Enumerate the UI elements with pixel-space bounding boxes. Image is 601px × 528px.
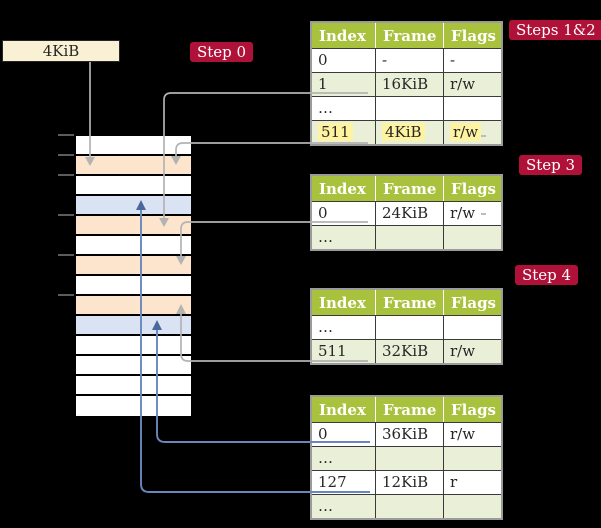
memory-column <box>75 135 192 417</box>
column-header: Frame <box>375 289 444 316</box>
memory-frame-row <box>76 276 191 296</box>
memory-frame-row <box>76 376 191 396</box>
table-row: … <box>310 494 503 520</box>
badge-step-3: Step 3 <box>519 155 583 175</box>
table-cell: - <box>443 48 503 73</box>
memory-frame-row <box>76 396 191 416</box>
table-cell <box>375 315 444 340</box>
memory-frame-row <box>76 216 191 236</box>
table-cell: … <box>310 446 376 471</box>
table-cell: 36KiB <box>375 422 444 447</box>
table-cell: 511 <box>310 339 376 365</box>
table-cell <box>443 494 503 520</box>
frame-size-label-box: 4KiB <box>2 40 120 62</box>
table-cell: r/w <box>443 201 503 226</box>
table-cell: r/w <box>443 120 503 146</box>
badge-step-0: Step 0 <box>190 42 254 62</box>
table-row: … <box>310 446 503 471</box>
memory-frame-row <box>76 356 191 376</box>
table-cell <box>443 446 503 471</box>
frame-size-label: 4KiB <box>42 42 80 60</box>
column-header: Index <box>311 22 376 49</box>
badge-steps-1-2: Steps 1&2 <box>509 20 601 40</box>
memory-frame-row <box>76 336 191 356</box>
memory-frame-row <box>76 136 191 156</box>
table-cell: r/w <box>443 339 503 365</box>
table-cell <box>375 96 444 121</box>
table-cell: 12KiB <box>375 470 444 495</box>
table-cell: 16KiB <box>375 72 444 97</box>
table-row: … <box>310 315 503 340</box>
table-cell: 1 <box>310 72 376 97</box>
memory-frame-row <box>76 156 191 176</box>
memory-tick-marks <box>58 134 74 296</box>
column-header: Flags <box>443 175 502 202</box>
table-cell: r/w <box>443 72 503 97</box>
column-header: Flags <box>443 22 502 49</box>
memory-frame-row <box>76 316 191 336</box>
table-cell: 511 <box>310 120 376 146</box>
memory-frame-row <box>76 296 191 316</box>
table-cell <box>443 96 503 121</box>
table-cell: … <box>310 225 376 251</box>
table-cell: 24KiB <box>375 201 444 226</box>
memory-frame-row <box>76 236 191 256</box>
table-cell <box>443 225 503 251</box>
table-cell <box>375 494 444 520</box>
table-row: … <box>310 96 503 121</box>
table-cell: … <box>310 315 376 340</box>
table-cell: … <box>310 494 376 520</box>
table-cell: 127 <box>310 470 376 495</box>
column-header: Frame <box>375 175 444 202</box>
table-cell: r/w <box>443 422 503 447</box>
column-header: Index <box>311 289 376 316</box>
table-cell: 0 <box>310 48 376 73</box>
table-row: … <box>310 225 503 251</box>
column-header: Flags <box>443 396 502 423</box>
column-header: Index <box>311 175 376 202</box>
column-header: Flags <box>443 289 502 316</box>
column-header: Frame <box>375 396 444 423</box>
column-header: Index <box>311 396 376 423</box>
memory-frame-row <box>76 196 191 216</box>
table-row: 0-- <box>310 48 503 73</box>
badge-step-4: Step 4 <box>515 265 579 285</box>
table-cell: 32KiB <box>375 339 444 365</box>
arrow-table1-row511-to-4kib-frame <box>171 142 368 165</box>
table-cell: r <box>443 470 503 495</box>
table-cell: … <box>310 96 376 121</box>
table-cell <box>443 315 503 340</box>
table-cell: 4KiB <box>375 120 444 146</box>
table-cell: - <box>375 48 444 73</box>
table-cell: 0 <box>310 422 376 447</box>
memory-frame-row <box>76 176 191 196</box>
column-header: Frame <box>375 22 444 49</box>
table-cell: 0 <box>310 201 376 226</box>
table-cell <box>375 446 444 471</box>
table-cell <box>375 225 444 251</box>
memory-frame-row <box>76 256 191 276</box>
